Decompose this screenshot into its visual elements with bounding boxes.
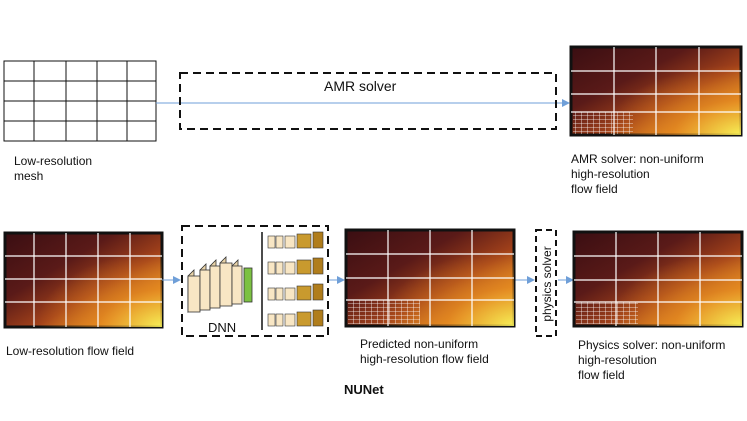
physics-output-field — [572, 230, 744, 328]
dnn-decoder-icon — [267, 231, 324, 327]
amr-solver-box — [179, 72, 557, 130]
dnn-encoder-icon — [187, 256, 253, 313]
low-res-field-label: Low-resolution flow field — [6, 344, 135, 358]
amr-output-label: AMR solver: non-uniform high-resolution … — [571, 152, 704, 196]
low-resolution-mesh — [3, 60, 157, 142]
mesh-label: Low-resolution mesh — [14, 154, 93, 183]
amr-output-field — [569, 45, 743, 137]
dnn-box — [181, 225, 329, 337]
low-resolution-flow-field — [3, 231, 164, 329]
physics-solver-label: physics solver — [540, 246, 554, 321]
predicted-field-label: Predicted non-uniform high-resolution fl… — [360, 337, 489, 366]
amr-solver-label: AMR solver — [324, 78, 397, 94]
figure-caption: NUNet — [344, 382, 384, 397]
physics-solver-box — [535, 229, 557, 337]
dnn-label: DNN — [208, 320, 237, 335]
physics-output-label: Physics solver: non-uniform high-resolut… — [578, 338, 726, 382]
predicted-flow-field — [344, 228, 516, 328]
